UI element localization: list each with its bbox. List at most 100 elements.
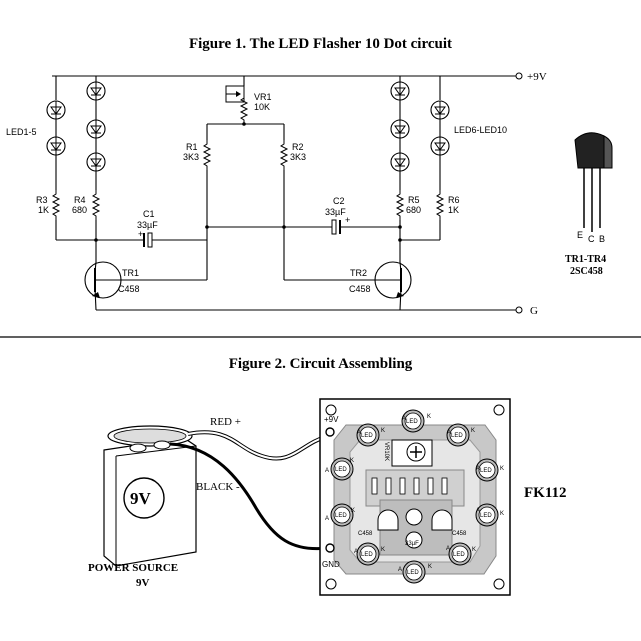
c1-plus: + [138,229,143,239]
tr2-type: C458 [349,284,371,294]
led-symbol [46,100,66,120]
r1-value: 3K3 [183,152,199,162]
pcb-led-text: LED [361,552,373,558]
tr2-symbol [284,261,412,311]
pcb-gnd-label: GND [322,560,340,569]
pcb-c458-left: C458 [358,531,373,537]
pcb-anode-text: A [398,567,402,573]
figure2-title: Figure 2. Circuit Assembling [228,356,413,372]
pcb-cap-label: 33µF [405,541,419,547]
pcb-cathode-text: K [500,511,504,517]
led-symbol [86,119,106,139]
c2-plus: + [345,215,350,225]
pcb-anode-text: A [447,430,451,436]
r1-symbol [203,139,211,171]
figure1-title: Figure 1. The LED Flasher 10 Dot circuit [188,36,453,52]
pcb-anode-text: A [446,546,450,552]
vr1-label: VR1 [254,92,272,102]
pcb-c458-right: C458 [452,531,467,537]
board-label: FK112 [524,485,567,501]
supply-label: +9V [527,71,547,83]
black-wire [169,442,329,551]
tr1-label: TR1 [122,268,139,278]
pin-b-label: B [599,234,605,244]
tr2-label: TR2 [350,268,367,278]
pcb-cathode-text: K [428,564,432,570]
r4-label: R4 [74,195,86,205]
r6-symbol [436,189,444,221]
vr1-value: 10K [254,102,270,112]
r5-label: R5 [408,195,420,205]
pcb-anode-text: A [325,468,329,474]
pcb-vr-label: VR10K [383,442,389,461]
pcb-cathode-text: K [500,466,504,472]
pcb-led-text: LED [451,433,463,439]
pcb-anode-text: A [476,508,480,514]
r5-value: 680 [406,205,421,215]
tr1-symbol [84,261,207,311]
battery [103,425,197,567]
pcb-anode-text: A [325,516,329,522]
pcb-led-text: LED [480,468,492,474]
tr1-type: C458 [118,284,140,294]
pcb-plus-label: +9V [324,415,339,424]
transistor-package-icon [574,132,613,232]
pcb-led-text: LED [335,513,347,519]
pcb-cathode-text: K [471,428,475,434]
r3-symbol [52,189,60,221]
c1-value: 33µF [137,220,158,230]
pcb-led-text: LED [406,419,418,425]
led-symbol [430,136,450,156]
pcb-cathode-text: K [381,428,385,434]
assembly: 9V POWER SOURCE 9V RED + BLACK - [88,398,567,596]
pin-c-label: C [588,234,595,244]
pcb-cathode-text: K [472,547,476,553]
supply-terminal [515,72,523,80]
r1-label: R1 [186,142,198,152]
power-source-label: POWER SOURCE [88,562,178,574]
c2-label: C2 [333,196,345,206]
battery-label: 9V [130,489,152,508]
pcb-led-labels: LED A K LED A K LED A K LED A K LED A K … [325,414,504,576]
led-symbol [430,100,450,120]
c1-label: C1 [143,209,155,219]
pcb-anode-text: A [476,466,480,472]
r5-symbol [396,189,404,221]
r4-symbol [92,189,100,221]
pcb-led-text: LED [453,552,465,558]
pcb-anode-text: A [354,549,358,555]
c2-value: 33µF [325,207,346,217]
r6-label: R6 [448,195,460,205]
pcb-cathode-text: K [427,414,431,420]
pcb-board [319,398,511,596]
vr1-symbol [240,93,248,125]
pcb-led-text: LED [480,513,492,519]
led-symbol [390,81,410,101]
led-right-label: LED6-LED10 [454,125,507,135]
led-left-label: LED1-5 [6,127,37,137]
pcb-cathode-text: K [381,547,385,553]
pcb-cathode-text: K [350,458,354,464]
red-wire-label: RED + [210,416,241,428]
pcb-led-text: LED [335,467,347,473]
ground-label: G [530,305,538,317]
power-source-value: 9V [136,577,150,589]
r3-value: 1K [38,205,49,215]
black-wire-label: BLACK - [196,481,240,493]
pcb-anode-text: A [402,416,406,422]
r2-label: R2 [292,142,304,152]
r3-label: R3 [36,195,48,205]
pcb-anode-text: A [357,430,361,436]
led-symbol [86,152,106,172]
r6-value: 1K [448,205,459,215]
led-symbol [390,152,410,172]
tr-caption: TR1-TR4 [565,254,606,265]
led-symbol [86,81,106,101]
r2-symbol [280,139,288,171]
ground-terminal [515,306,523,314]
r2-value: 3K3 [290,152,306,162]
led-symbol [390,119,410,139]
schematic: +9V G LED1-5 R3 1K R4 680 [6,71,613,317]
r4-value: 680 [72,205,87,215]
